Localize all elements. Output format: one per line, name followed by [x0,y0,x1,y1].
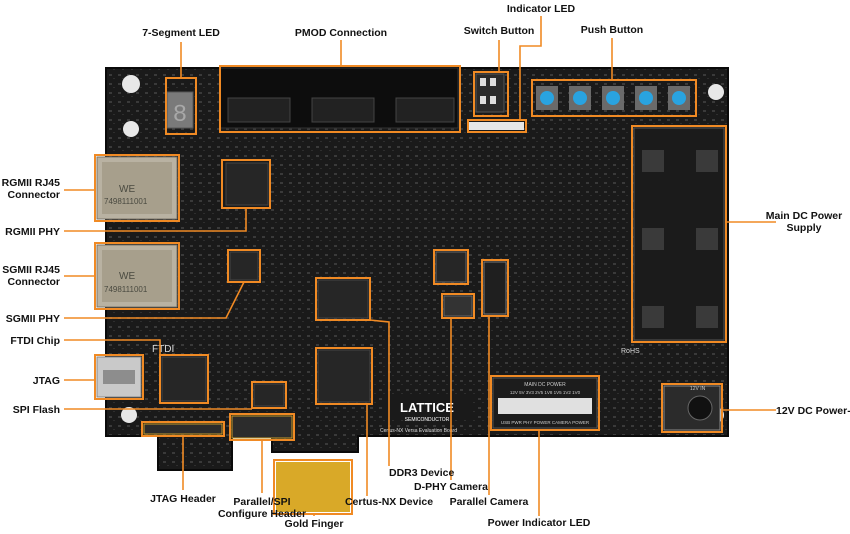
label-main-dc: Main DC Power Supply [765,210,843,234]
sgmii-rj45-jack: WE 7498111001 [96,244,178,308]
label-pmod: PMOD Connection [295,27,387,39]
dc-barrel-jack: 12V IN [663,385,721,431]
labels: 7-Segment LED PMOD Connection Indicator … [5,3,850,530]
svg-text:MAIN DC POWER: MAIN DC POWER [524,382,566,388]
label-switch-button: Switch Button [464,25,535,37]
svg-text:WE: WE [119,184,135,195]
box-dphy-conn [441,293,475,319]
box-indicator [467,119,527,133]
dip-switch [475,73,505,113]
box-jtag [94,354,144,400]
label-spi-flash: SPI Flash [13,404,60,416]
jtag-header [143,423,223,435]
mount-hole-tr [708,84,724,100]
spi-flash-chip [253,383,285,407]
sgmii-phy-chip [229,251,259,281]
callout-lines [64,16,776,516]
parallel-camera-connector [483,261,507,315]
box-push [531,79,697,117]
label-ftdi-chip: FTDI Chip [10,335,60,347]
svg-text:LATTICE: LATTICE [400,400,454,415]
rohs-mark: RoHS [621,348,640,355]
label-push-button: Push Button [581,24,643,36]
label-jtag-header: JTAG Header [150,493,216,505]
certus-nx-chip [317,349,371,403]
label-sgmii-phy: SGMII PHY [6,313,60,325]
label-dphy-camera: D-PHY Camera [414,481,488,493]
label-gold-finger: Gold Finger [285,518,344,530]
box-switch [473,71,509,117]
label-7seg: 7-Segment LED [142,27,220,39]
svg-text:7498111001: 7498111001 [104,197,148,206]
label-power-led: Power Indicator LED [488,517,591,529]
mount-hole-tl2 [123,121,139,137]
indicator-led-row [468,122,524,130]
board-name-silk: Certus-NX Versa Evaluation Board [380,428,457,434]
box-ddr3 [315,277,371,321]
power-supply-region [633,127,725,341]
config-header [231,415,293,439]
box-dphy [433,249,469,285]
svg-text:8: 8 [173,102,187,129]
ddr3-chip [317,279,369,319]
svg-text:USB PWR PHY POWER CAMERA POW: USB PWR PHY POWER CAMERA POWER [501,420,590,425]
usb-jtag-connector [96,356,142,398]
dphy-camera-connector [443,295,473,317]
label-parallel-spi: Parallel/SPI Configure Header [217,496,307,520]
power-led-block: MAIN DC POWER 12V 5V 3V3 2V5 1V8 1V5 1V2… [492,377,598,429]
svg-text:WE: WE [119,271,135,282]
label-rgmii-rj45: RGMII RJ45 Connector [1,177,60,201]
label-certus-nx: Certus-NX Device [345,496,433,508]
svg-text:12V IN: 12V IN [690,386,706,392]
pmod-connectors [219,67,459,129]
box-dc-in [661,383,723,433]
label-indicator-led: Indicator LED [507,3,576,15]
box-main-dc [631,125,727,343]
label-jtag: JTAG [33,375,60,387]
box-certus [315,347,373,405]
svg-text:12V 5V 3V3 2V5 1V8 1V5 1V2 1V0: 12V 5V 3V3 2V5 1V8 1V5 1V2 1V0 [510,390,581,395]
rgmii-rj45-jack: WE 7498111001 [96,156,178,220]
lattice-logo: LATTICE SEMICONDUCTOR [382,398,472,423]
box-spi [251,381,287,409]
box-pmod [219,65,461,133]
push-buttons [536,86,690,110]
box-rgmii-rj45 [94,154,180,222]
label-rgmii-phy: RGMII PHY [5,226,60,238]
label-parallel-camera: Parallel Camera [450,496,529,508]
label-sgmii-rj45: SGMII RJ45 Connector [2,264,60,288]
ftdi-silkscreen: FTDI [152,344,174,355]
box-gold-finger [273,459,353,515]
rgmii-phy-chip [225,162,269,206]
box-power-led [490,375,600,431]
mount-hole-tl [122,75,140,93]
svg-text:SEMICONDUCTOR: SEMICONDUCTOR [405,417,450,423]
svg-text:7498111001: 7498111001 [104,285,148,294]
label-dc-power-in: 12V DC Power-in [776,405,850,417]
ftdi-chip [161,356,207,402]
gold-finger [276,462,350,512]
mount-hole-bl [121,407,137,423]
box-ftdi [159,354,209,404]
box-parallel-cam [481,259,509,317]
seven-segment-display: 8 [166,91,194,129]
label-ddr3: DDR3 Device [389,467,455,479]
dphy-camera-socket [435,251,467,283]
